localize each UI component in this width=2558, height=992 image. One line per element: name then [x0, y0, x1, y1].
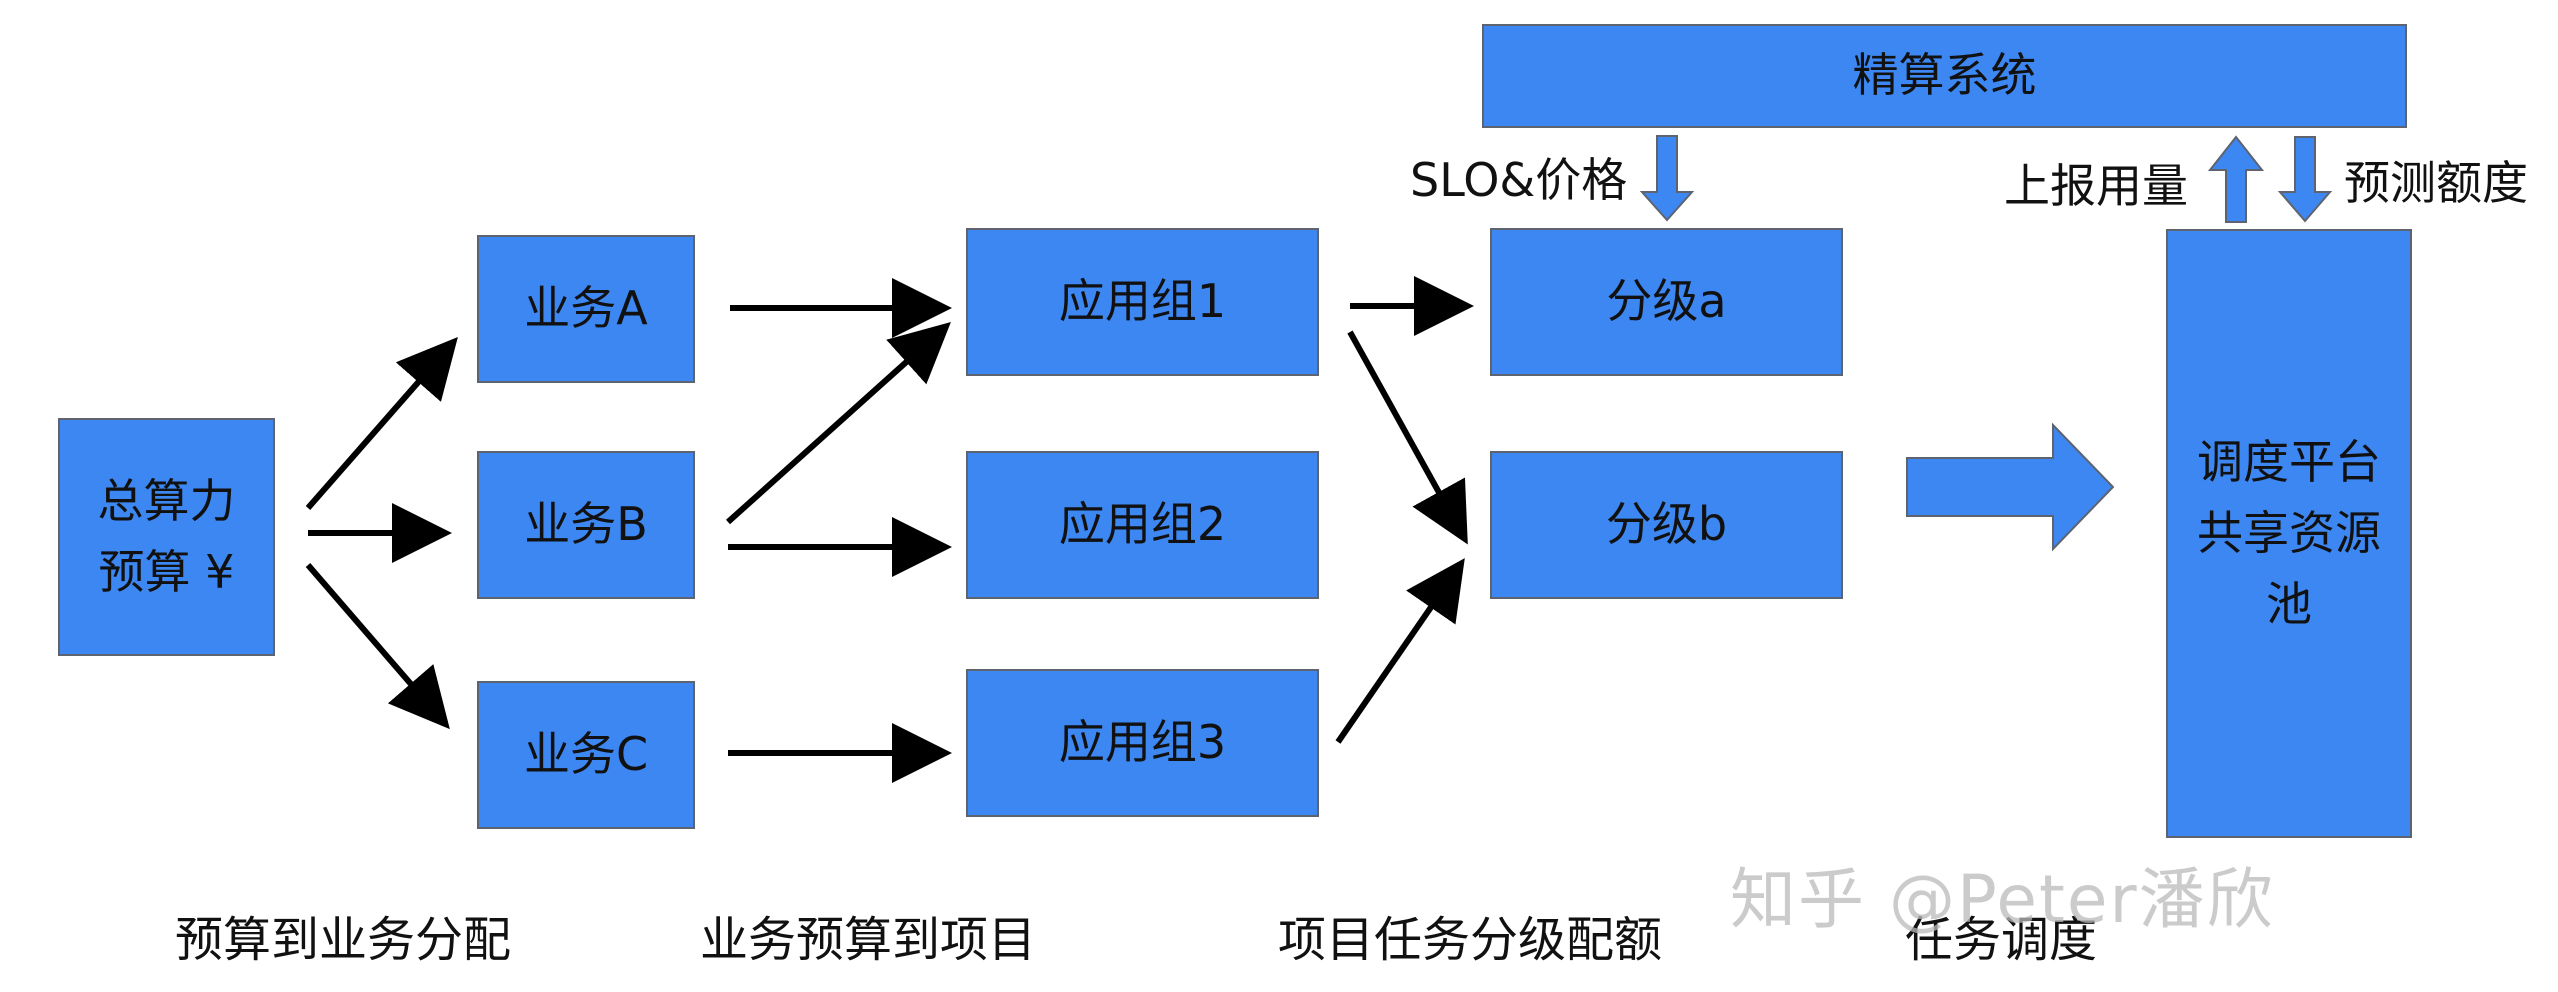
biz-c-label: 业务C	[523, 727, 649, 782]
block-arrow-to-scheduler	[1906, 422, 2115, 552]
budget-line1: 总算力	[97, 473, 236, 528]
arrow-biz-b-to-app1	[725, 321, 951, 525]
biz-b-box: 业务B	[477, 451, 695, 599]
stage-caption-2: 业务预算到项目	[700, 912, 1037, 968]
scheduler-box: 调度平台 共享资源 池	[2166, 229, 2412, 838]
stage-caption-3: 项目任务分级配额	[1278, 912, 1663, 968]
budget-line2: 预算 ¥	[98, 545, 235, 599]
biz-a-box: 业务A	[477, 235, 695, 383]
app3-box: 应用组3	[966, 669, 1319, 817]
arrow-budget-to-biz-c	[305, 563, 450, 730]
grade-b-label: 分级b	[1605, 497, 1728, 552]
up-arrow-report	[2207, 135, 2265, 223]
grade-a-label: 分级a	[1606, 274, 1727, 329]
settlement-label: 精算系统	[1852, 48, 2037, 103]
grade-a-box: 分级a	[1490, 228, 1843, 376]
arrow-budget-to-biz-a	[305, 336, 458, 510]
biz-b-label: 业务B	[524, 497, 648, 552]
down-arrow-slo	[1639, 135, 1695, 222]
biz-c-box: 业务C	[477, 681, 695, 829]
app1-label: 应用组1	[1058, 274, 1227, 329]
biz-a-label: 业务A	[524, 281, 648, 336]
arrow-app3-to-grade-b	[1335, 558, 1465, 744]
app2-box: 应用组2	[966, 451, 1319, 599]
slo-price-label: SLO&价格	[1410, 153, 1628, 207]
scheduler-line2: 共享资源	[2197, 505, 2381, 560]
scheduler-line3: 池	[2266, 577, 2312, 632]
report-usage-label: 上报用量	[2004, 159, 2188, 213]
app1-box: 应用组1	[966, 228, 1319, 376]
stage-caption-1: 预算到业务分配	[175, 912, 512, 968]
settlement-box: 精算系统	[1482, 24, 2407, 128]
app2-label: 应用组2	[1058, 497, 1227, 552]
arrow-app1-to-grade-b	[1347, 330, 1468, 545]
app3-label: 应用组3	[1058, 715, 1227, 770]
down-arrow-forecast	[2277, 136, 2333, 223]
budget-box: 总算力 预算 ¥	[58, 418, 275, 656]
watermark: 知乎 @Peter潘欣	[1730, 861, 2275, 938]
forecast-quota-label: 预测额度	[2344, 156, 2528, 210]
stage-caption-4: 任务调度	[1905, 912, 2098, 968]
scheduler-line1: 调度平台	[2197, 434, 2381, 489]
grade-b-box: 分级b	[1490, 451, 1843, 599]
